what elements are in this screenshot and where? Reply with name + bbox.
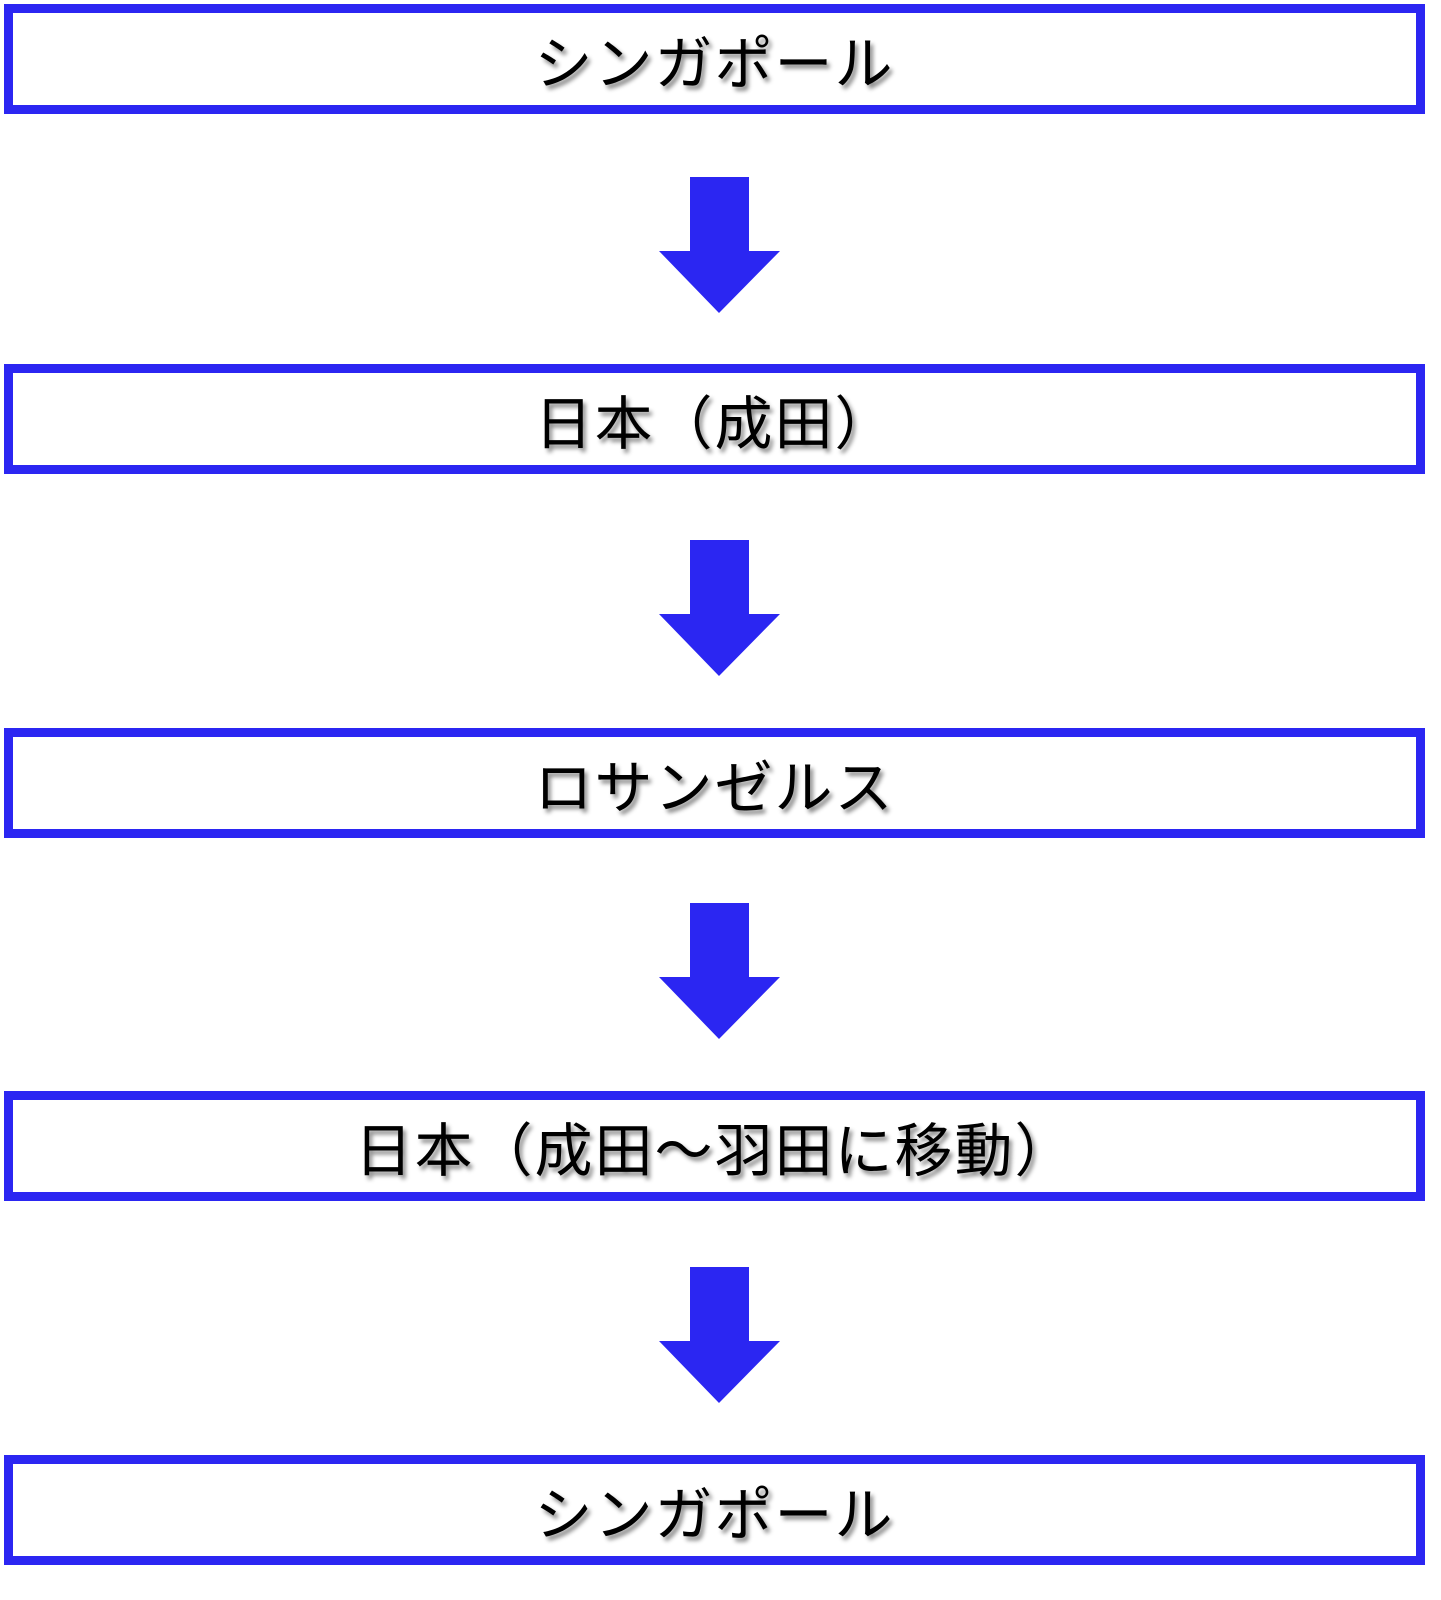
- arrow-down-icon-svg: [659, 540, 780, 676]
- arrow-down-icon: [659, 1267, 780, 1403]
- step-box-japan-narita-haneda: 日本（成田～羽田に移動）: [4, 1091, 1425, 1201]
- step-label: シンガポール: [534, 30, 895, 98]
- arrow-down-icon-svg: [659, 1267, 780, 1403]
- step-box-los-angeles: ロサンゼルス: [4, 728, 1425, 838]
- step-box-japan-narita: 日本（成田）: [4, 364, 1425, 474]
- arrow-down-icon: [659, 177, 780, 313]
- step-label: 日本（成田）: [534, 390, 895, 458]
- step-label: 日本（成田～羽田に移動）: [354, 1117, 1075, 1185]
- step-label: シンガポール: [534, 1481, 895, 1549]
- step-box-singapore-start: シンガポール: [4, 4, 1425, 114]
- arrow-down-icon-svg: [659, 177, 780, 313]
- step-label: ロサンゼルス: [534, 754, 895, 822]
- step-box-singapore-end: シンガポール: [4, 1455, 1425, 1565]
- arrow-down-icon: [659, 540, 780, 676]
- arrow-down-icon: [659, 903, 780, 1039]
- arrow-down-icon-svg: [659, 903, 780, 1039]
